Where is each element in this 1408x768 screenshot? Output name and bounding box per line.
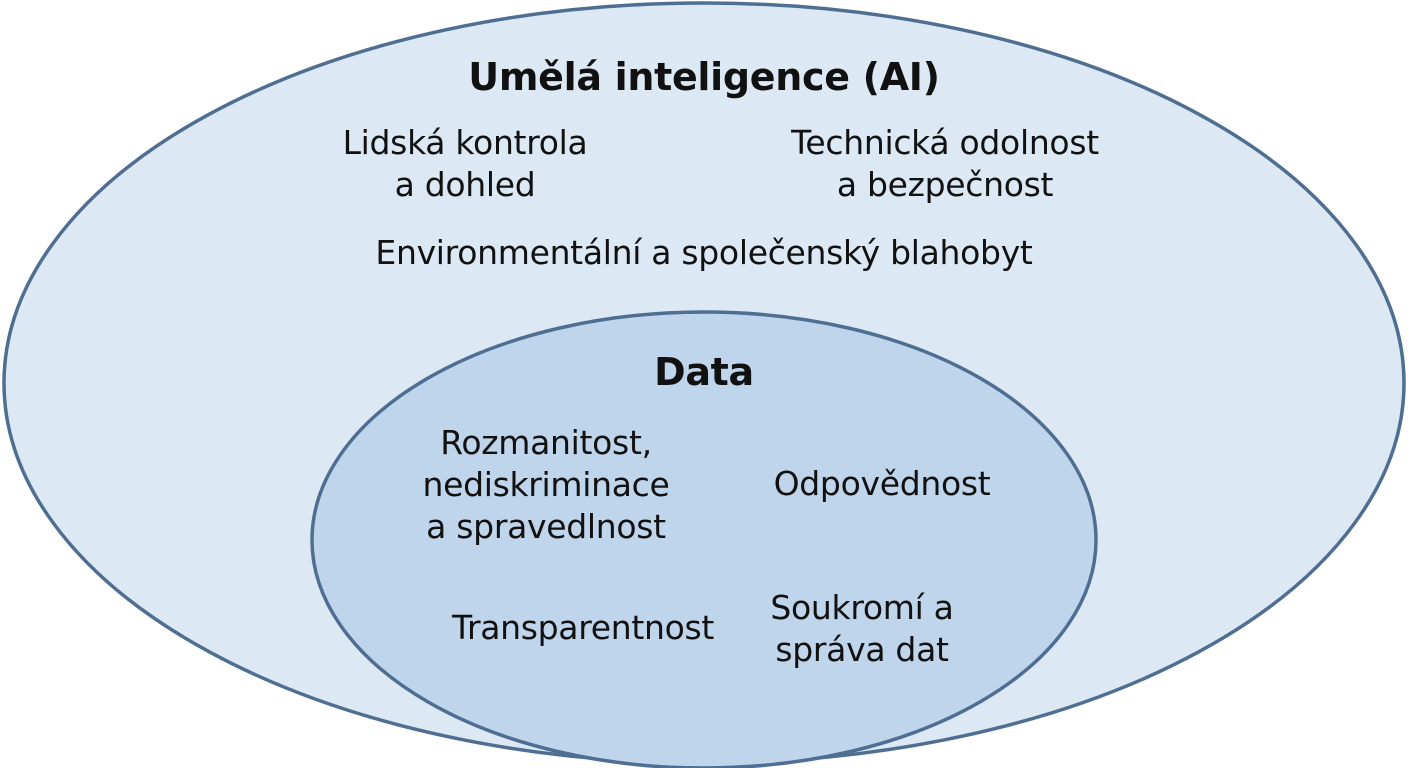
label-human-oversight: Lidská kontrola a dohled [315, 122, 615, 206]
inner-ellipse-data [310, 310, 1098, 768]
label-human-oversight-line-2: a dohled [394, 165, 536, 204]
label-transparency: Transparentnost [451, 608, 715, 647]
label-diversity-line-1: Rozmanitost, [440, 423, 652, 462]
label-privacy-line-1: Soukromí a [770, 588, 954, 627]
label-human-oversight-line-1: Lidská kontrola [342, 123, 588, 162]
label-privacy: Soukromí a správa dat [742, 587, 982, 671]
outer-title: Umělá inteligence (AI) [468, 55, 940, 99]
label-diversity: Rozmanitost, nediskriminace a spravedlno… [396, 422, 696, 548]
label-technical-robustness: Technická odolnost a bezpečnost [770, 122, 1120, 206]
label-technical-robustness-line-2: a bezpečnost [836, 165, 1054, 204]
label-accountability: Odpovědnost [773, 464, 991, 503]
label-diversity-line-3: a spravedlnost [426, 507, 666, 546]
label-wellbeing: Environmentální a společenský blahobyt [375, 233, 1033, 272]
label-privacy-line-2: správa dat [775, 630, 949, 669]
label-technical-robustness-line-1: Technická odolnost [791, 123, 1099, 162]
inner-title: Data [654, 350, 754, 394]
label-diversity-line-2: nediskriminace [422, 465, 670, 504]
